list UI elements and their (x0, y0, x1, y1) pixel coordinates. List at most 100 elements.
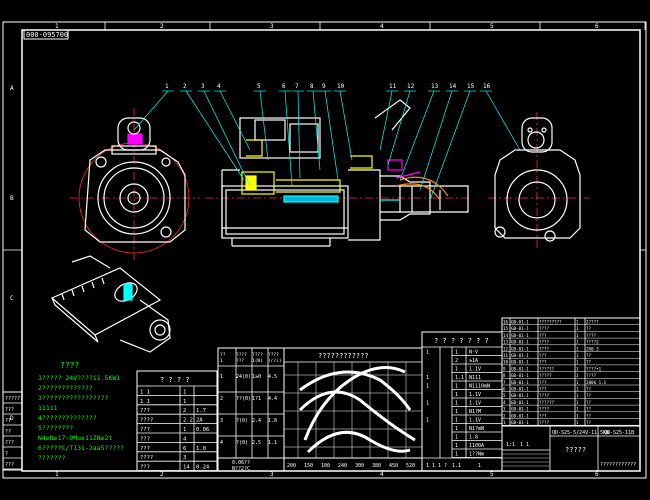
parts-cell: GB-01-1 (511, 373, 529, 378)
table-right-cell: 1 (455, 350, 458, 356)
end-view-left (70, 108, 200, 262)
parts-cell: 9 (503, 366, 506, 371)
table-left-cell: 0.06 (196, 427, 209, 433)
parts-cell: ?? (586, 360, 592, 365)
parts-cell: ??? (539, 387, 547, 392)
parts-cell: 2 (503, 413, 506, 418)
callout-number: 12 (407, 83, 415, 90)
table-mid-header: 1(N) (252, 358, 263, 364)
table-left-cell: 1.0 (196, 446, 206, 452)
chart-x-tick: 300 (355, 463, 364, 469)
table-right-cell: 1 (426, 375, 429, 381)
table-right-cell: 1 (455, 409, 458, 415)
table-right-footer: 1.1 (452, 463, 461, 469)
title-code-box: 000-095700 (23, 29, 69, 40)
note-line: 2????????????? (38, 384, 93, 392)
table-right-cell: 1.1V (469, 392, 481, 398)
parts-cell: ???? (539, 340, 550, 345)
table-right-cell: 1 (455, 384, 458, 390)
parts-cell: 1 (576, 400, 579, 405)
parts-cell: 1 (576, 353, 579, 358)
zone-number-bottom: 3 (270, 471, 274, 478)
chart-curve (306, 430, 411, 454)
table-mid-header: ?? (220, 352, 226, 358)
zone-number-bottom: 5 (490, 471, 494, 478)
parts-cell: ?? (586, 400, 592, 405)
leader-line (429, 90, 471, 201)
parts-cell: ????????? (539, 320, 562, 325)
parts-cell: 3 (503, 407, 506, 412)
chart-curve (303, 366, 406, 441)
note-line: 5???????? (38, 424, 73, 432)
table-right-footer: 1 (478, 463, 481, 469)
table-frame (2, 391, 23, 471)
callout-number: 13 (431, 83, 439, 90)
leader-line (379, 90, 393, 151)
title-company: ???????????? (600, 462, 636, 468)
zone-number-top: 1 (55, 23, 59, 30)
parts-cell: 13 (503, 340, 509, 345)
table-left-cell: ??? (140, 427, 150, 433)
table-mid-cell: ??(0) (236, 396, 251, 402)
isometric-view (50, 255, 171, 353)
parts-cell: ?? (586, 393, 592, 398)
parts-cell: 11 (503, 353, 509, 358)
table-left-cell: ???? (140, 418, 153, 424)
table-mid-cell: 4 (220, 440, 223, 446)
chart-x-tick: 200 (287, 463, 296, 469)
callout-leaders (133, 90, 521, 201)
table-right-cell: 1.1 (455, 375, 464, 381)
table-mid-cell: ?(0) (236, 440, 248, 446)
parts-cell: 1 (576, 373, 579, 378)
table-right-cell: N111 (469, 375, 481, 381)
parts-cell: ??? (539, 360, 547, 365)
table-right-cell: 1 (455, 443, 458, 449)
parts-cell: GB-01-1 (511, 353, 529, 358)
parts-cell: 1 (576, 393, 579, 398)
parts-cell: 10 (503, 360, 509, 365)
table-right-cell: 1 (455, 435, 458, 441)
leader-line (312, 90, 321, 171)
zone-number-top: 3 (270, 23, 274, 30)
table-left-cell: 1 (183, 389, 186, 395)
table-mid-cell: 1.8 (268, 418, 277, 424)
callout-number: 1 (165, 83, 169, 90)
parts-cell: GB-01-1 (511, 420, 529, 425)
parts-cell: ???? (539, 346, 550, 351)
callout-number: 9 (322, 83, 326, 90)
leader-line (485, 90, 521, 151)
callout-number: 5 (257, 83, 261, 90)
chart-x-tick: 520 (406, 463, 415, 469)
table-right-cell: 1 (426, 350, 429, 356)
table-mid-cell: 3 (220, 418, 223, 424)
callout-number: 10 (337, 83, 345, 90)
table-right-cell: ≥1A (469, 358, 478, 364)
table-left-cell: 2.2 (183, 418, 193, 424)
callout-number: 2 (183, 83, 187, 90)
table-right-cell: 1.1V (469, 401, 481, 407)
parts-cell: ?????? (539, 400, 555, 405)
side-label: ?????? (5, 396, 23, 402)
table-right-cell: 2 (455, 358, 458, 364)
parts-cell: GB-01-1 (511, 400, 529, 405)
leader-line (284, 90, 293, 187)
parts-cell: ??? (539, 353, 547, 358)
side-label: ? (5, 451, 8, 457)
parts-cell: 1 (576, 413, 579, 418)
table-right-cell: 1.1V (469, 367, 481, 373)
parts-cell: ??? (539, 333, 547, 338)
callout-number: 3 (201, 83, 205, 90)
table-left-cell: 1.7 (196, 408, 206, 414)
parts-cell: 1 (576, 340, 579, 345)
table-right-cell: 1 (455, 401, 458, 407)
parts-cell: 6 (503, 387, 506, 392)
table-right-cell: 1100A (469, 443, 484, 449)
parts-cell: 12 (503, 346, 509, 351)
table-right-cell: 1.8 (469, 435, 478, 441)
table-right-cell: 1 (455, 392, 458, 398)
table-right-cell: N1?mN (469, 426, 484, 432)
table-right-cell: N1110mN (469, 384, 490, 390)
table-left-cell: 2A (196, 418, 203, 424)
table-mid-cell: 4.5 (268, 374, 277, 380)
table-mid-header: (r/s) (268, 358, 282, 364)
